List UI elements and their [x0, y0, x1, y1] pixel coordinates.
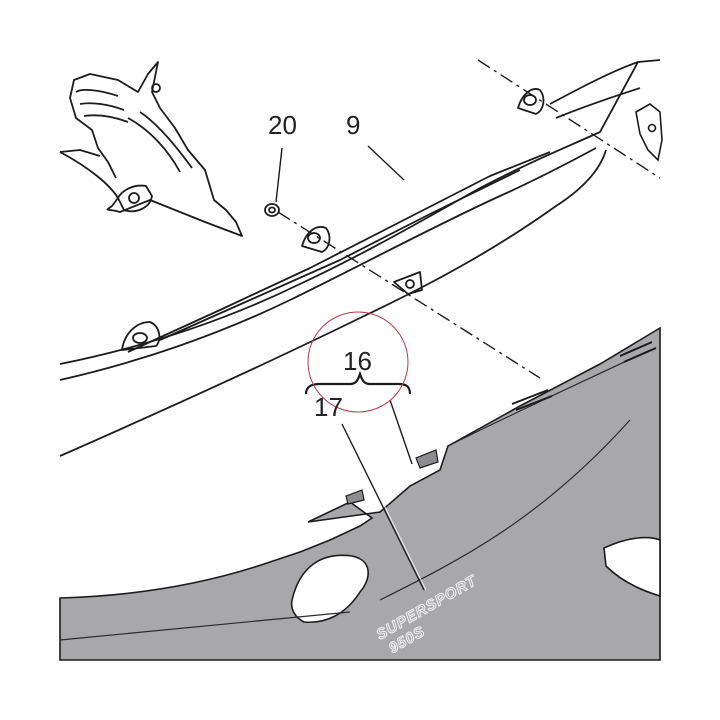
- fairing-rail-part-9: [59, 59, 661, 457]
- leader-20: [275, 147, 283, 203]
- leader-16: [389, 399, 413, 465]
- callout-brace-16: [304, 370, 412, 395]
- grommet-part-20: [264, 203, 280, 217]
- upper-bracket: [59, 61, 243, 237]
- leader-17: [341, 423, 425, 591]
- callout-9: 9: [346, 110, 360, 140]
- callout-16: 16: [343, 346, 372, 376]
- highlight-circle: [307, 311, 409, 413]
- assembly-axis-lines: [277, 59, 661, 379]
- leader-9: [367, 145, 405, 181]
- side-fairing-panel: [59, 326, 661, 661]
- right-mount-clip: [635, 103, 663, 162]
- callout-20: 20: [268, 110, 297, 140]
- leader-17-white: [343, 423, 427, 591]
- leader-lines: [275, 145, 425, 591]
- callout-17: 17: [314, 392, 343, 422]
